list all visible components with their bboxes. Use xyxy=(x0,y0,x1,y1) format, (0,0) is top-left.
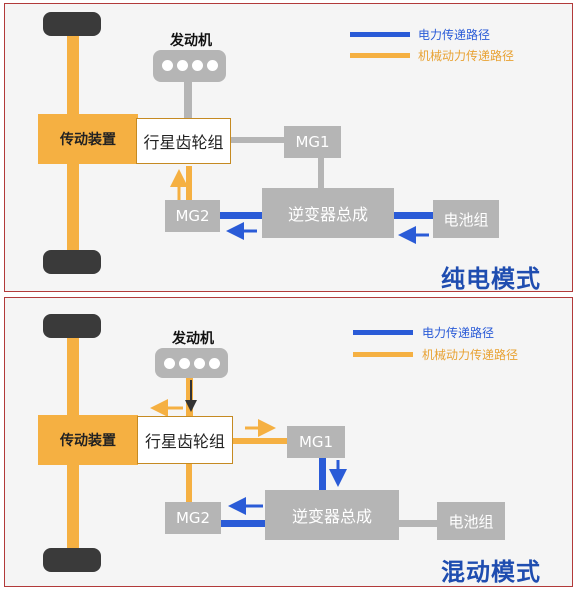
electric-bar-inverter-mg2 xyxy=(218,520,268,527)
rear-wheel xyxy=(43,250,101,274)
transmission-box: 传动装置 xyxy=(38,114,138,164)
electric-bar-mg1-inverter xyxy=(319,456,326,490)
panel-ev-mode: 传动装置 行星齿轮组 发动机 MG1 MG2 逆变器总成 电池组 电力传递路径 … xyxy=(4,3,573,292)
mg1-label: MG1 xyxy=(295,133,330,151)
legend-electric-line xyxy=(353,330,413,335)
mg2-box: MG2 xyxy=(165,502,221,534)
legend-mechanical-line xyxy=(350,53,410,58)
battery-label: 电池组 xyxy=(448,512,494,531)
rear-wheel xyxy=(43,548,101,572)
cylinder-icon xyxy=(192,60,203,71)
planetary-gear-box: 行星齿轮组 xyxy=(136,118,231,164)
transmission-label: 传动装置 xyxy=(60,433,116,449)
inverter-label: 逆变器总成 xyxy=(287,205,368,224)
engine-label: 发动机 xyxy=(170,33,212,49)
transmission-label: 传动装置 xyxy=(60,132,116,148)
panel-hybrid-mode: 传动装置 行星齿轮组 发动机 MG1 MG2 逆变器总成 电池组 电力传递路径 … xyxy=(4,297,573,587)
cylinder-icon xyxy=(209,358,220,369)
battery-box: 电池组 xyxy=(433,200,499,238)
cylinder-icon xyxy=(164,358,175,369)
legend-mechanical-line xyxy=(353,352,413,357)
mode-title: 混动模式 xyxy=(441,558,541,586)
cylinder-icon xyxy=(207,60,218,71)
mg2-planetary-shaft xyxy=(186,166,192,202)
inverter-box: 逆变器总成 xyxy=(265,490,399,540)
mg2-label: MG2 xyxy=(175,509,211,527)
engine-shaft xyxy=(186,376,193,416)
front-wheel xyxy=(43,314,101,338)
engine-label: 发动机 xyxy=(172,331,214,347)
legend-electric-line xyxy=(350,32,410,37)
planetary-mg1-shaft xyxy=(231,137,286,143)
cylinder-icon xyxy=(177,60,188,71)
battery-label: 电池组 xyxy=(443,210,489,229)
mg1-box: MG1 xyxy=(287,426,345,458)
transmission-box: 传动装置 xyxy=(38,415,138,465)
planetary-gear-box: 行星齿轮组 xyxy=(137,416,233,464)
inverter-box: 逆变器总成 xyxy=(262,188,394,238)
engine-shaft xyxy=(184,82,192,118)
mg1-box: MG1 xyxy=(284,126,341,158)
inverter-label: 逆变器总成 xyxy=(291,507,372,526)
cylinder-icon xyxy=(162,60,173,71)
planetary-label: 行星齿轮组 xyxy=(143,133,224,152)
cylinder-icon xyxy=(179,358,190,369)
cylinder-icon xyxy=(194,358,205,369)
mg2-planetary-shaft xyxy=(186,461,192,504)
mg2-box: MG2 xyxy=(165,200,220,232)
mg2-label: MG2 xyxy=(175,207,210,225)
mg1-label: MG1 xyxy=(298,433,334,451)
mode-title: 纯电模式 xyxy=(441,265,541,292)
electric-bar-battery-inverter xyxy=(393,212,435,219)
battery-box: 电池组 xyxy=(437,502,505,540)
legend-mechanical-label: 机械动力传递路径 xyxy=(418,49,515,63)
inverter-battery-link xyxy=(398,520,438,527)
engine-icon xyxy=(153,50,226,82)
panel-hybrid-connections xyxy=(67,328,438,558)
planetary-mg1-shaft xyxy=(232,438,288,444)
planetary-label: 行星齿轮组 xyxy=(144,432,225,451)
legend-mechanical-label: 机械动力传递路径 xyxy=(422,348,519,362)
engine-icon xyxy=(155,348,228,378)
front-wheel xyxy=(43,12,101,36)
electric-bar-inverter-mg2 xyxy=(218,212,264,219)
legend-electric-label: 电力传递路径 xyxy=(418,28,491,42)
mg1-inverter-link xyxy=(318,156,324,188)
legend-electric-label: 电力传递路径 xyxy=(422,326,495,340)
